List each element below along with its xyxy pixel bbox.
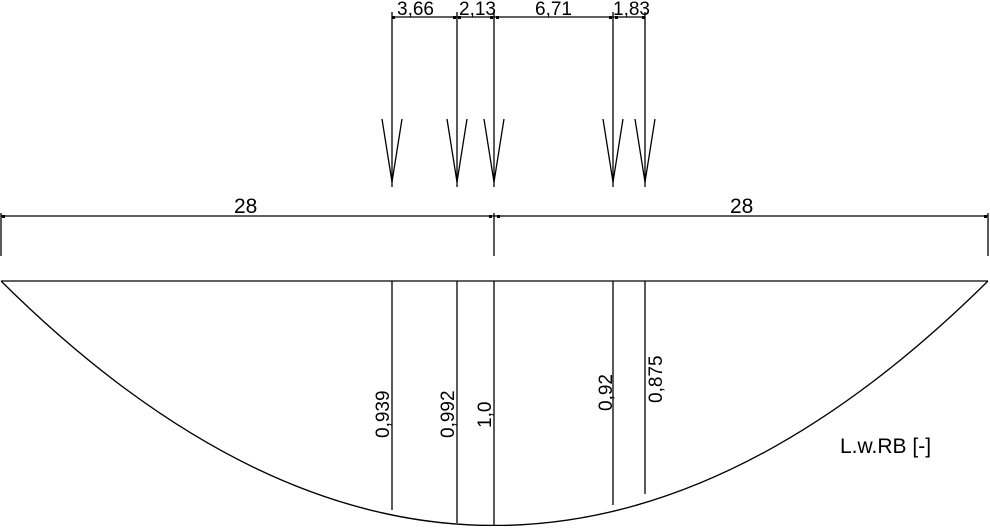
ordinate-label-0-939: 0,939 xyxy=(373,390,394,438)
wheel-load-arrows xyxy=(381,12,656,187)
dim-label-1-83: 1,83 xyxy=(613,0,650,20)
ordinate-label-1-0: 1,0 xyxy=(475,401,496,428)
ordinate-lines xyxy=(391,281,646,526)
legend-label: L.w.RB [-] xyxy=(840,435,932,458)
dim-label-2-13: 2,13 xyxy=(459,0,496,20)
dim-label-6-71: 6,71 xyxy=(535,0,572,20)
top-dimension-ticks xyxy=(392,16,645,19)
ordinate-label-0-92: 0,92 xyxy=(596,374,617,411)
span-label-right: 28 xyxy=(730,195,754,218)
ordinate-label-0-875: 0,875 xyxy=(646,355,667,403)
span-label-left: 28 xyxy=(234,195,258,218)
ordinate-label-0-992: 0,992 xyxy=(438,390,459,438)
dim-label-3-66: 3,66 xyxy=(397,0,434,20)
